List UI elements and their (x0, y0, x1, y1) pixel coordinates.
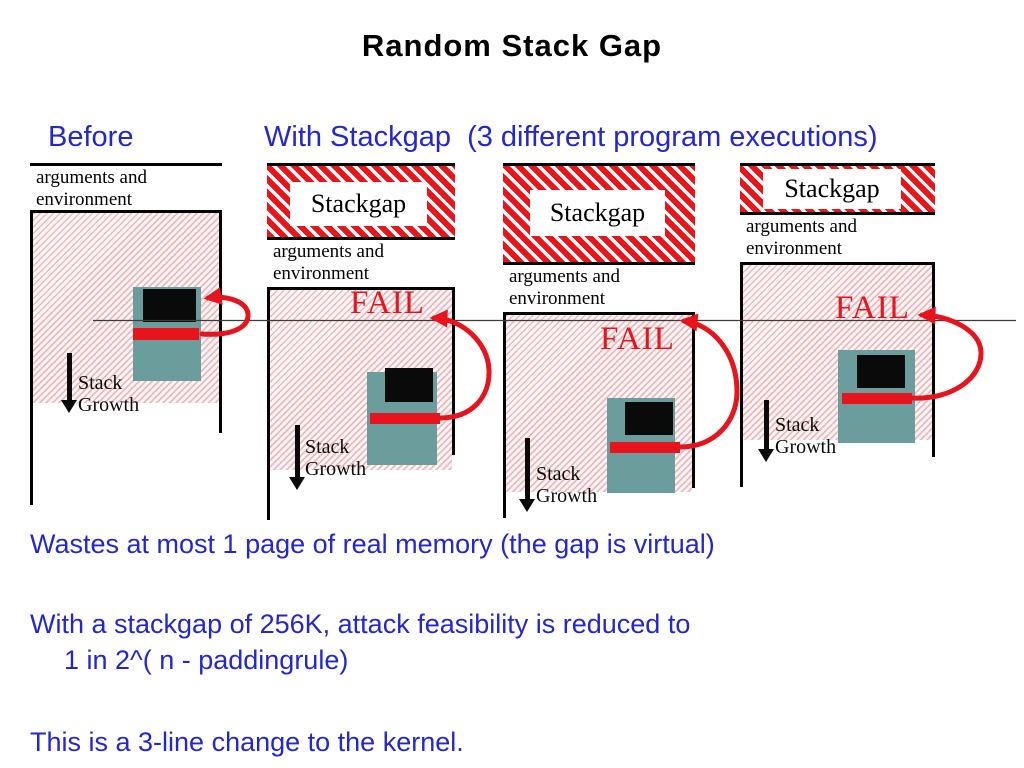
arrow-shaft (763, 400, 769, 449)
arguments-environment-box: arguments and environment (740, 215, 935, 265)
arrow-head (289, 477, 305, 490)
arrow-shaft (294, 425, 300, 477)
stackgap-label: Stackgap (290, 182, 427, 226)
return-address-bar (610, 442, 680, 453)
arguments-environment-label: arguments and environment (746, 216, 857, 259)
column-left-border (30, 163, 33, 505)
stack-growth-arrow-icon (289, 425, 305, 490)
terminal-icon (133, 287, 201, 381)
column-left-border (503, 163, 506, 518)
arguments-environment-box: arguments and environment (503, 265, 695, 315)
arguments-environment-label: arguments and environment (36, 167, 147, 210)
stackgap-label: Stackgap (763, 169, 901, 209)
arrow-head (758, 449, 774, 462)
arguments-environment-box: arguments and environment (267, 240, 455, 290)
fail-label: FAIL (600, 321, 675, 357)
note-kernel-change: This is a 3-line change to the kernel. (30, 727, 464, 757)
return-address-bar (370, 413, 440, 424)
note-wastes: Wastes at most 1 page of real memory (th… (30, 529, 715, 559)
note-feasibility-cont: 1 in 2^( n - paddingrule) (64, 645, 349, 675)
terminal-screen-icon (625, 402, 673, 435)
terminal-icon (838, 350, 915, 443)
stack-growth-arrow-icon (61, 353, 77, 413)
slide-title: Random Stack Gap (361, 28, 663, 63)
column-right-border (452, 163, 455, 455)
stack-growth-arrow-icon (758, 400, 774, 462)
arrow-shaft (66, 353, 72, 400)
before-label: Before (48, 121, 134, 153)
arguments-environment-label: arguments and environment (273, 241, 384, 284)
column-left-border (267, 163, 270, 520)
stackgap-region: Stackgap (267, 163, 455, 240)
arrow-head (519, 499, 535, 512)
return-address-bar (133, 328, 199, 340)
terminal-icon (607, 398, 680, 493)
fail-label: FAIL (835, 290, 910, 326)
arguments-environment-box: arguments and environment (30, 163, 222, 213)
stackgap-region: Stackgap (503, 163, 695, 265)
terminal-screen-icon (143, 289, 196, 322)
arrow-shaft (524, 438, 530, 499)
stack-growth-label: Stack Growth (536, 463, 598, 507)
terminal-screen-icon (385, 368, 433, 402)
stack-growth-label: Stack Growth (78, 372, 140, 416)
terminal-screen-icon (857, 355, 905, 388)
note-feasibility: With a stackgap of 256K, attack feasibil… (30, 609, 691, 639)
column-left-border (740, 163, 743, 487)
stackgap-label: Stackgap (530, 190, 665, 236)
stack-growth-arrow-icon (519, 438, 535, 512)
terminal-icon (367, 368, 440, 465)
fail-label: FAIL (350, 285, 425, 321)
stackgap-region: Stackgap (740, 163, 935, 215)
arrow-head (61, 400, 77, 413)
stack-growth-label: Stack Growth (305, 436, 367, 480)
with-stackgap-label: With Stackgap (3 different program execu… (264, 121, 878, 153)
arguments-environment-label: arguments and environment (509, 266, 620, 309)
stack-growth-label: Stack Growth (775, 414, 837, 458)
return-address-bar (842, 393, 912, 404)
